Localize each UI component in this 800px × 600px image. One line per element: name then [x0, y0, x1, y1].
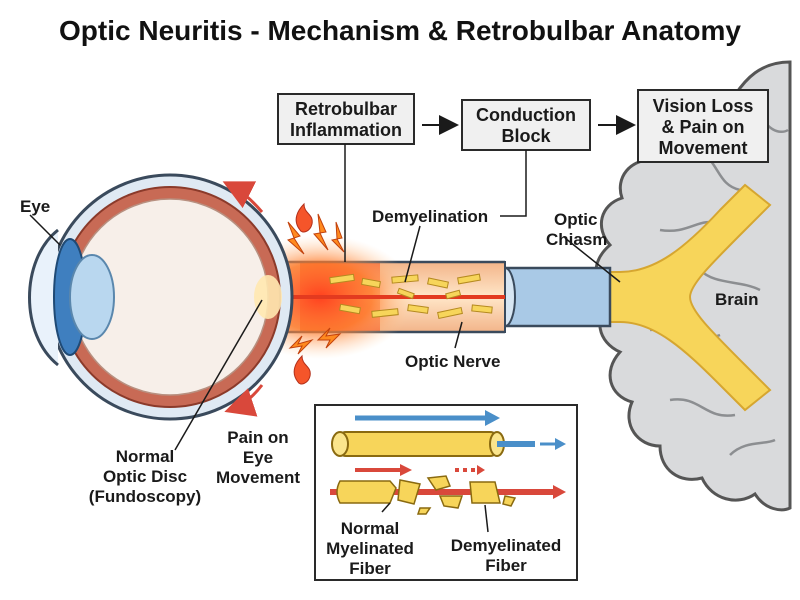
svg-text:Conduction: Conduction	[476, 105, 576, 125]
label-demyelinated-fiber-2: Fiber	[485, 556, 527, 575]
label-normal-fiber-1: Normal	[341, 519, 400, 538]
pain-arrow-upper	[222, 181, 264, 213]
connector-optic-disc	[174, 299, 263, 451]
pain-arrow-lower	[224, 384, 264, 417]
lightning-icon	[287, 213, 345, 355]
myelin-fragments	[329, 273, 493, 320]
svg-text:Movement: Movement	[658, 138, 747, 158]
label-normal-disc-1: Normal	[116, 447, 175, 466]
label-demyelinated-fiber-1: Demyelinated	[451, 536, 562, 555]
nerve-sheath-outer	[498, 266, 612, 328]
connector-conduction	[500, 150, 527, 217]
connector-chiasm	[564, 237, 621, 283]
label-pain-1: Pain on	[227, 428, 288, 447]
label-optic-chiasm-2: Chiasm	[546, 230, 607, 249]
demyelinated-fiber	[336, 475, 517, 515]
optic-tract	[589, 183, 772, 412]
label-normal-fiber-2: Myelinated	[326, 539, 414, 558]
label-normal-disc-3: (Fundoscopy)	[89, 487, 201, 506]
flow-box-inflammation: Retrobulbar Inflammation	[277, 93, 415, 145]
label-pain-2: Eye	[243, 448, 273, 467]
svg-text:Block: Block	[501, 126, 551, 146]
page-title: Optic Neuritis - Mechanism & Retrobulbar…	[59, 15, 741, 46]
label-pain-3: Movement	[216, 468, 300, 487]
flow-box-conduction: Conduction Block	[461, 99, 591, 151]
fiber-inset: Normal Myelinated Fiber Demyelinated Fib…	[314, 404, 578, 581]
svg-text:& Pain on: & Pain on	[661, 117, 744, 137]
label-brain: Brain	[715, 290, 758, 309]
connector-optic-nerve	[454, 321, 463, 349]
label-normal-disc-2: Optic Disc	[103, 467, 187, 486]
label-eye: Eye	[20, 197, 50, 216]
label-demyelination: Demyelination	[372, 207, 488, 226]
svg-text:Inflammation: Inflammation	[290, 120, 402, 140]
label-optic-nerve: Optic Nerve	[405, 352, 500, 371]
flame-icon	[293, 202, 313, 385]
connector-demyelination	[404, 225, 421, 283]
normal-fiber	[337, 431, 499, 457]
connector-eye	[29, 214, 61, 246]
flow-box-vision-loss: Vision Loss & Pain on Movement	[637, 89, 769, 163]
label-optic-chiasm-1: Optic	[554, 210, 597, 229]
label-normal-fiber-3: Fiber	[349, 559, 391, 578]
svg-text:Vision Loss: Vision Loss	[653, 96, 754, 116]
svg-text:Retrobulbar: Retrobulbar	[295, 99, 397, 119]
eye-globe	[28, 173, 294, 421]
